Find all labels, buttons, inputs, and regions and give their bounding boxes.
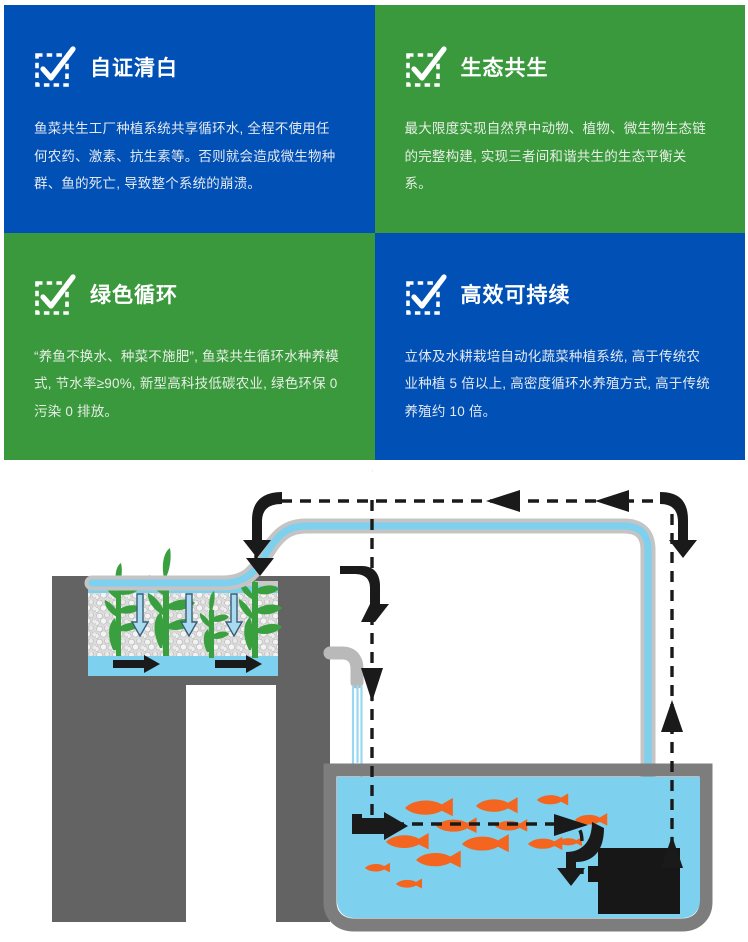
checkbox-check-icon	[405, 46, 447, 89]
feature-panel-header: 绿色循环	[34, 273, 341, 317]
flow-loop-arrowheads	[243, 490, 697, 886]
feature-panel-self-certification[interactable]: 自证清白 鱼菜共生工厂种植系统共享循环水, 全程不使用任何农药、激素、抗生素等。…	[4, 5, 375, 233]
downward-root-arrows	[130, 593, 244, 638]
feature-panel-header: 生态共生	[405, 46, 712, 89]
feature-panel-header: 高效可持续	[405, 273, 712, 317]
feature-panel-body: 立体及水耕栽培自动化蔬菜种植系统, 高于传统农业种植 5 倍以上, 高密度循环水…	[404, 348, 710, 419]
checkbox-check-icon	[34, 273, 76, 317]
feature-panel-efficient-sustainable[interactable]: 高效可持续 立体及水耕栽培自动化蔬菜种植系统, 高于传统农业种植 5 倍以上, …	[374, 232, 745, 460]
checkbox-check-icon	[405, 273, 447, 317]
feature-panel-grid: 自证清白 鱼菜共生工厂种植系统共享循环水, 全程不使用任何农药、激素、抗生素等。…	[4, 5, 745, 460]
feature-panel-green-circulation[interactable]: 绿色循环 “养鱼不换水、种菜不施肥”, 鱼菜共生循环水种养模式, 节水率≥90%…	[4, 232, 375, 460]
feature-panel-body: “养鱼不换水、种菜不施肥”, 鱼菜共生循环水种养模式, 节水率≥90%, 新型高…	[34, 348, 339, 419]
bed-flow-arrows	[113, 655, 262, 673]
falling-water-stream	[351, 684, 363, 778]
drain-pipe	[323, 646, 364, 778]
feature-panel-ecological-symbiosis[interactable]: 生态共生 最大限度实现自然界中动物、植物、微生物生态链的完整构建, 实现三者间和…	[374, 5, 745, 233]
feature-panel-title: 高效可持续	[460, 284, 571, 307]
plant	[104, 563, 141, 656]
aquaponics-system-diagram	[0, 470, 748, 942]
feature-panel-body: 鱼菜共生工厂种植系统共享循环水, 全程不使用任何农药、激素、抗生素等。否则就会造…	[34, 121, 336, 192]
feature-panel-body: 最大限度实现自然界中动物、植物、微生物生态链的完整构建, 实现三者间和谐共生的生…	[404, 121, 706, 192]
checkbox-check-icon	[34, 46, 76, 89]
supply-pipe	[84, 518, 656, 884]
feature-panel-header: 自证清白	[34, 46, 341, 89]
plant	[238, 557, 282, 658]
feature-panel-title: 绿色循环	[90, 284, 178, 307]
feature-panel-title: 自证清白	[90, 56, 178, 80]
plant	[199, 591, 229, 658]
feature-panel-title: 生态共生	[460, 56, 549, 80]
